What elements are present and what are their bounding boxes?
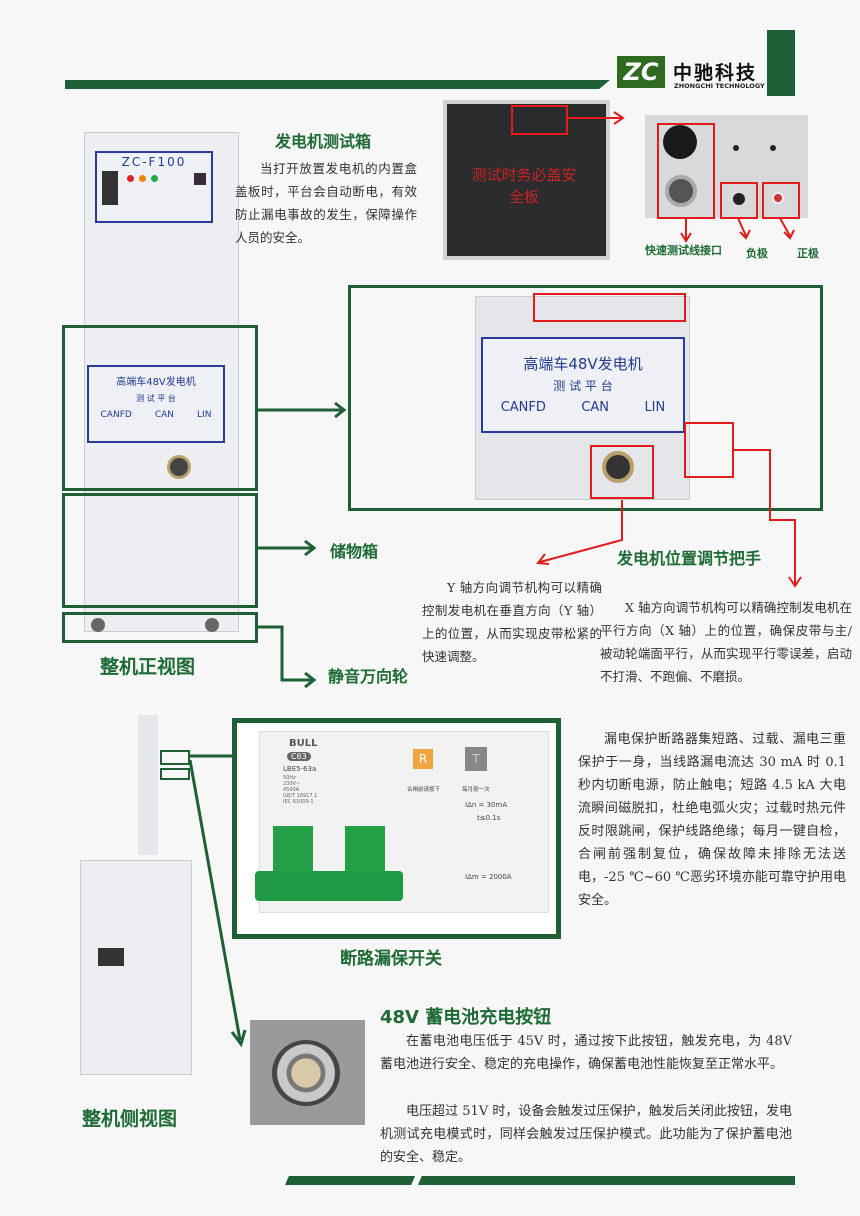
control-panel: ZC-F100: [95, 151, 213, 223]
handle-label: 发电机位置调节把手: [617, 549, 762, 568]
negative-label: 负极: [746, 247, 768, 260]
test-button: T: [465, 747, 487, 771]
x-axis-description: X 轴方向调节机构可以精确控制发电机在平行方向（X 轴）上的位置，确保皮带与主/…: [600, 600, 852, 684]
spec: IEC 61009-1: [283, 799, 314, 805]
arrow-to-wheels: [258, 625, 313, 682]
spec: 230V~: [283, 781, 301, 787]
y-axis-knob: [602, 451, 634, 483]
test-note: 每月按一次: [462, 787, 490, 793]
platform-detail-image: 高端车48V发电机 测 试 平 台 CANFD CAN LIN: [475, 296, 690, 500]
platform-panel-small: 高端车48V发电机 测 试 平 台 CANFD CAN LIN: [87, 365, 225, 443]
highlight-lid: [533, 293, 686, 322]
highlight-test-box: [62, 325, 258, 491]
highlight-y-knob: [590, 445, 654, 499]
spec: GB/T 16917.1: [283, 793, 318, 799]
breaker-brand: BULL: [289, 738, 318, 749]
platform-subtitle: 测 试 平 台: [553, 379, 613, 393]
spec: 50Hz: [283, 775, 296, 781]
front-view-caption: 整机正视图: [100, 656, 196, 678]
bus-canfd: CANFD: [100, 410, 132, 420]
header-block: [767, 30, 795, 96]
wheels-label: 静音万向轮: [328, 667, 409, 686]
positive-label: 正极: [797, 247, 819, 260]
bus-canfd: CANFD: [500, 400, 546, 415]
side-view-caption: 整机侧视图: [82, 1108, 178, 1130]
platform-title: 高端车48V发电机: [523, 355, 643, 373]
brand-english: ZHONGCHI TECHNOLOGY: [674, 82, 765, 90]
quick-port-label: 快速测试线接口: [645, 244, 722, 257]
cabinet-side-image: [80, 715, 192, 1080]
test-box-inner-photo: 测试时务必盖安全板: [443, 100, 610, 260]
platform-title: 高端车48V发电机: [116, 377, 196, 388]
y-axis-description: Y 轴方向调节机构可以精确控制发电机在垂直方向（Y 轴）上的位置，从而实现皮带松…: [422, 580, 602, 664]
bus-lin: LIN: [197, 410, 212, 420]
rated-making-current: IΔm = 2000A: [465, 873, 512, 881]
footer-bar: [285, 1176, 415, 1185]
arrow-x-handle: [734, 449, 796, 585]
platform-subtitle: 测 试 平 台: [136, 394, 176, 403]
bus-can: CAN: [581, 400, 610, 415]
storage-label: 储物箱: [330, 542, 379, 561]
brand-name: 中驰科技: [673, 62, 758, 84]
breaker-rating: C63: [287, 752, 311, 761]
wheel-icon: [91, 618, 105, 632]
header-bar: [65, 80, 610, 89]
charge-description-2: 电压超过 51V 时，设备会触发过压保护，触发后关闭此按钮，发电机测试充电模式时…: [380, 1104, 792, 1165]
adjust-knob: [167, 455, 191, 479]
charge-button-title: 48V 蓄电池充电按钮: [380, 1007, 552, 1028]
connector-photo: [645, 115, 808, 218]
spec: 4500A: [283, 787, 300, 793]
arrow-to-charge-button: [188, 759, 242, 1041]
test-box-title: 发电机测试箱: [275, 132, 372, 151]
bus-lin: LIN: [644, 400, 666, 415]
highlight-storage: [62, 493, 258, 608]
wheel-icon: [205, 618, 219, 632]
logo: ZC: [617, 56, 665, 88]
platform-detail-frame: [348, 285, 823, 511]
platform-panel: 高端车48V发电机 测 试 平 台 CANFD CAN LIN: [481, 337, 685, 433]
highlight-wheels: [62, 612, 258, 643]
breaker-model: LBE5-63a: [283, 765, 317, 773]
highlight-connector: [511, 105, 568, 135]
cabinet-front-image: ZC-F100 高端车48V发电机 测 试 平 台 CANFD CAN LIN: [84, 132, 240, 632]
breaker-description: 漏电保护断路器集短路、过载、漏电三重保护于一身，当线路漏电流达 30 mA 时 …: [578, 732, 846, 908]
footer-bar: [418, 1176, 795, 1185]
highlight-x-handle: [684, 422, 734, 478]
arrow-y-knob: [539, 500, 623, 563]
safety-warning-text: 测试时务必盖安全板: [471, 166, 577, 206]
charge-button-photo: [250, 1020, 365, 1125]
reset-note: 合闸前请按下: [407, 787, 441, 793]
trip-time: t≤0.1s: [477, 814, 501, 822]
highlight-side-button: [160, 768, 190, 780]
reset-button: R: [413, 749, 433, 769]
rated-residual-current: IΔn = 30mA: [465, 801, 508, 809]
breaker-caption: 断路漏保开关: [340, 949, 442, 969]
charge-button-small: [98, 948, 124, 966]
highlight-side-breaker: [160, 750, 190, 765]
test-box-description: 当打开放置发电机的内置盒盖板时，平台会自动断电，有效防止漏电事故的发生，保障操作…: [235, 161, 417, 245]
model-label: ZC-F100: [121, 155, 187, 169]
bus-can: CAN: [154, 410, 175, 420]
charge-description-1: 在蓄电池电压低于 45V 时，通过按下此按钮，触发充电，为 48V 蓄电池进行安…: [380, 1034, 792, 1072]
